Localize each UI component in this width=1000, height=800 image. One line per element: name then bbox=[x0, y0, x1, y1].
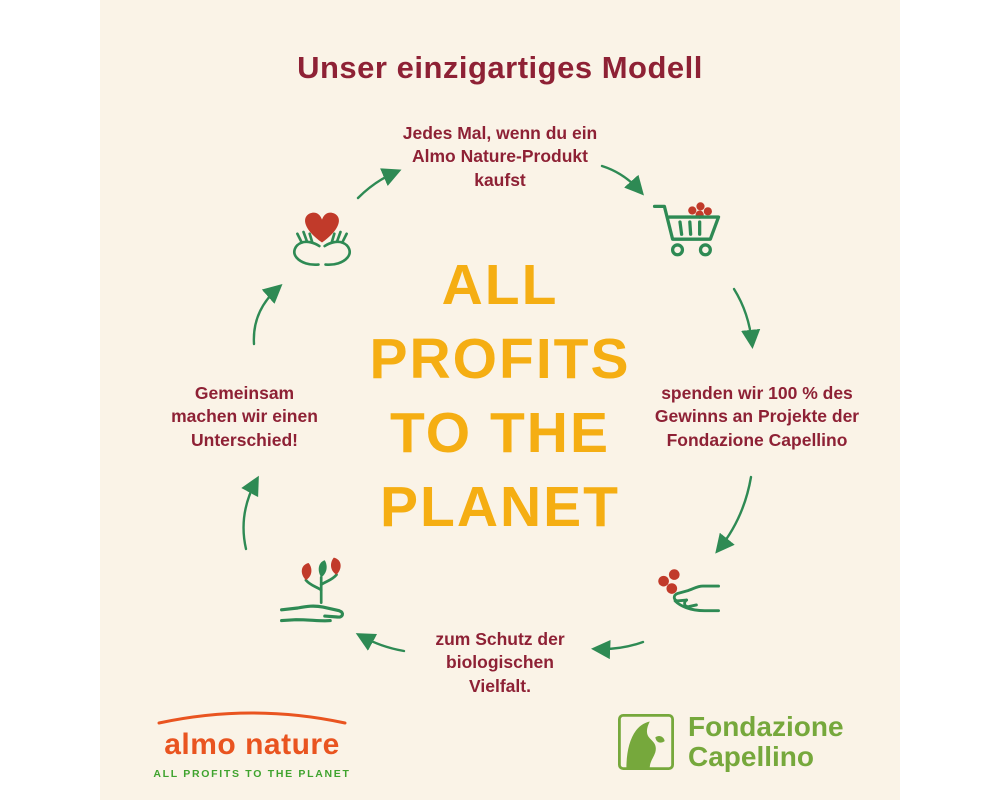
slogan-line-4: PLANET bbox=[380, 475, 620, 539]
slogan-line-3: TO THE bbox=[390, 401, 610, 465]
almo-nature-logo: almo nature ALL PROFITS TO THE PLANET bbox=[152, 710, 352, 780]
almo-nature-tagline: ALL PROFITS TO THE PLANET bbox=[153, 768, 351, 780]
central-slogan: ALL PROFITS TO THE PLANET bbox=[0, 248, 1000, 544]
step-text-protect: zum Schutz der biologischen Vielfalt. bbox=[435, 629, 565, 696]
shopping-cart-icon bbox=[648, 190, 730, 272]
step-text-buy: Jedes Mal, wenn du ein Almo Nature-Produ… bbox=[402, 123, 598, 190]
diagram-title: Unser einzigartiges Modell bbox=[297, 50, 703, 85]
step-text-donate: spenden wir 100 % des Gewinns an Projekt… bbox=[654, 383, 860, 450]
hand-with-sprout-icon bbox=[278, 545, 368, 635]
almo-logo-arc bbox=[157, 711, 347, 725]
fondazione-word-line1: Fondazione bbox=[688, 711, 844, 742]
fondazione-face-icon bbox=[618, 714, 674, 771]
background-panel bbox=[100, 0, 900, 800]
almo-nature-wordmark: almo nature bbox=[164, 728, 340, 761]
fondazione-word-line2: Capellino bbox=[688, 741, 815, 773]
fondazione-capellino-logo: Fondazione Capellino bbox=[618, 711, 844, 773]
hands-holding-heart-icon bbox=[278, 188, 366, 276]
fondazione-wordmark: Fondazione Capellino bbox=[688, 711, 844, 773]
step-text-together: Gemeinsam machen wir einen Unterschied! bbox=[171, 383, 318, 450]
slogan-line-2: PROFITS bbox=[369, 327, 631, 391]
slogan-line-1: ALL bbox=[441, 253, 559, 317]
hand-giving-coins-icon bbox=[634, 550, 726, 632]
